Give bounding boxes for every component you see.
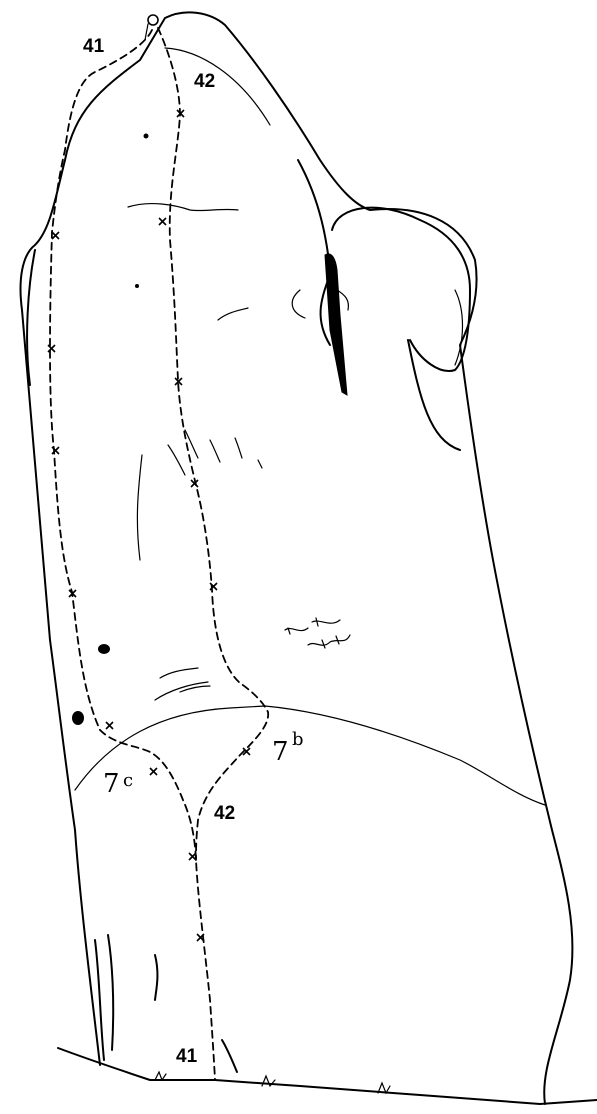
flake-upper bbox=[128, 204, 238, 211]
bolt-marker bbox=[48, 345, 55, 352]
route-41-anchor-line bbox=[145, 24, 148, 40]
route-42-label-top: 42 bbox=[194, 71, 215, 92]
lower-crack-left-2 bbox=[108, 935, 113, 1050]
route-41-top-anchor bbox=[148, 15, 158, 25]
boulder-outline bbox=[21, 12, 573, 1104]
lower-flake-1 bbox=[160, 668, 198, 678]
grade-label-right: 7 b bbox=[272, 729, 304, 767]
route-42-line bbox=[158, 28, 268, 860]
svg-text:b: b bbox=[292, 729, 304, 750]
lower-crack-right bbox=[222, 1040, 237, 1072]
right-protrusion bbox=[332, 208, 470, 371]
ground-line bbox=[58, 1048, 597, 1104]
streaks bbox=[137, 430, 262, 560]
hold-blob-1 bbox=[98, 644, 110, 654]
hold-blob-2 bbox=[72, 711, 84, 725]
lower-crack-mid bbox=[155, 955, 157, 1000]
route-42-label-bottom: 42 bbox=[214, 803, 235, 824]
hold-dot-1 bbox=[144, 134, 149, 139]
right-fold bbox=[408, 340, 460, 450]
hold-dot-2 bbox=[135, 284, 139, 288]
flake-hook bbox=[292, 290, 305, 318]
dark-crack-fill bbox=[325, 254, 347, 395]
svg-text:7: 7 bbox=[103, 769, 120, 799]
grade-label-left: 7 c bbox=[103, 769, 133, 799]
bolt-marker bbox=[150, 768, 157, 775]
route-41-label-bottom: 41 bbox=[176, 1046, 198, 1067]
bolt-marker bbox=[106, 722, 113, 729]
svg-text:c: c bbox=[123, 770, 133, 791]
flake-right bbox=[218, 308, 248, 320]
ledge-line bbox=[75, 706, 545, 805]
bolt-marker bbox=[159, 218, 166, 225]
left-edge-fold bbox=[27, 250, 35, 385]
bolt-marker bbox=[52, 447, 59, 454]
bolt-marker bbox=[52, 232, 59, 239]
svg-text:7: 7 bbox=[272, 737, 289, 767]
route-41-line bbox=[50, 30, 215, 1080]
route-41-label-top: 41 bbox=[83, 36, 105, 57]
scribble-holds bbox=[285, 618, 350, 648]
